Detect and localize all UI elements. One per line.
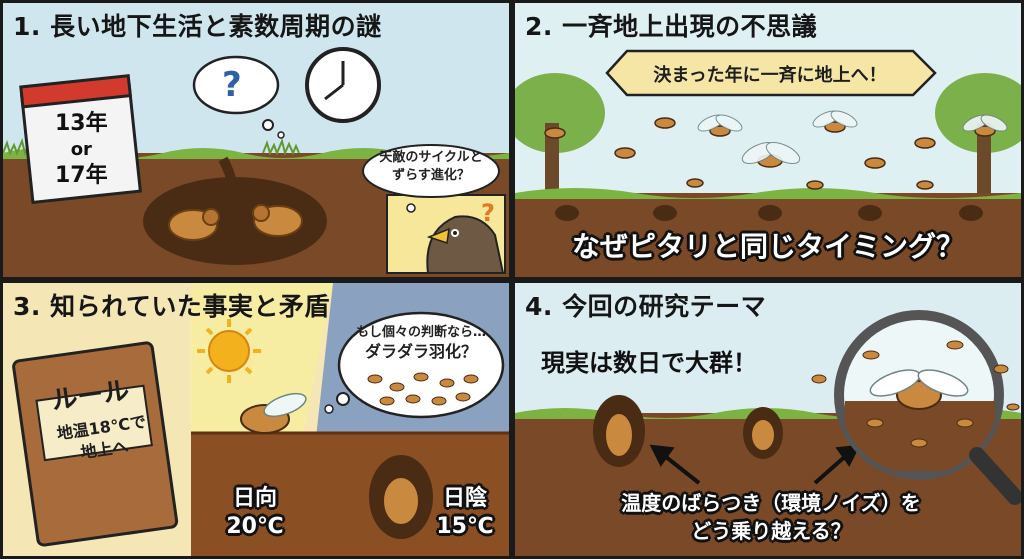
- thought-question-mark: ?: [222, 65, 242, 105]
- panel-1: 1. 長い地下生活と素数周期の謎 13年 or 17年 ? 天敵のサイクルと ず…: [0, 0, 512, 280]
- bird-thought-text: 天敵のサイクルと ずらす進化？: [365, 149, 497, 185]
- panel-3-title: 3. 知られていた事実と矛盾: [13, 292, 330, 321]
- panel-3-thought-text: もし個々の判断なら… ダラダラ羽化？: [341, 323, 501, 361]
- calendar-line-2: or: [70, 139, 92, 160]
- clock-icon: [305, 47, 381, 123]
- arrow-icons: [649, 444, 861, 485]
- question-line-2: どう乗り越える？: [691, 519, 851, 543]
- sunny-temperature: 日向 20℃: [219, 485, 291, 541]
- shade-temp: 15℃: [436, 514, 494, 539]
- magnifier-icon: [834, 310, 1021, 505]
- bird-thought-line-2: ずらす進化？: [392, 168, 470, 183]
- bird-question-mark: ?: [481, 199, 495, 227]
- emerging-cicada: [240, 392, 307, 434]
- calendar-line-1: 13年: [55, 111, 108, 136]
- panel-3-thought-line-1: もし個々の判断なら…: [355, 325, 486, 340]
- nymph-right: [252, 204, 303, 237]
- banner-text: 決まった年に一斉に地上へ！: [653, 65, 887, 86]
- panel-3: 3. 知られていた事実と矛盾 ルール 地温18℃で 地上へ もし個々の判断なら……: [0, 280, 512, 559]
- calendar-icon: [19, 74, 142, 204]
- panel-3-scene: [3, 283, 509, 556]
- panel-2-title: 2. 一斉地上出現の不思議: [525, 12, 818, 41]
- bird-thought-line-1: 天敵のサイクルと: [379, 150, 483, 165]
- panel-4-headline: 現実は数日で大群！: [541, 349, 757, 377]
- small-cicadas: [367, 372, 479, 406]
- panel-2: 2. 一斉地上出現の不思議 決まった年に一斉に地上へ！ なぜピタリと同じタイミン…: [512, 0, 1024, 280]
- panel-4-scene: [515, 283, 1021, 556]
- panel-2-caption: なぜピタリと同じタイミング？: [571, 230, 964, 263]
- bird-icon: [426, 215, 505, 274]
- panel-1-title: 1. 長い地下生活と素数周期の謎: [13, 12, 382, 41]
- rulebook-icon: [12, 341, 179, 547]
- panel-4-title: 4. 今回の研究テーマ: [525, 292, 767, 321]
- sunny-label: 日向: [232, 486, 277, 511]
- question-line-1: 温度のばらつき（環境ノイズ）を: [621, 491, 921, 515]
- panel-2-scene: [515, 3, 1021, 277]
- nymph-left: [168, 208, 220, 241]
- shade-temperature: 日陰 15℃: [429, 485, 501, 541]
- panel-1-scene: [3, 3, 509, 277]
- thought-cloud: [192, 55, 285, 139]
- panel-3-thought-line-2: ダラダラ羽化？: [364, 342, 477, 361]
- sun-icon: [197, 319, 261, 383]
- panel-4-question: 温度のばらつき（環境ノイズ）を どう乗り越える？: [561, 489, 981, 545]
- shade-label: 日陰: [442, 486, 487, 511]
- panel-4: 4. 今回の研究テーマ 現実は数日で大群！ 温度のばらつき（環境ノイズ）を どう…: [512, 280, 1024, 559]
- calendar-text: 13年 or 17年: [55, 111, 108, 189]
- sunny-temp: 20℃: [226, 514, 284, 539]
- cicada-wings: [697, 110, 1008, 165]
- calendar-line-3: 17年: [55, 163, 108, 188]
